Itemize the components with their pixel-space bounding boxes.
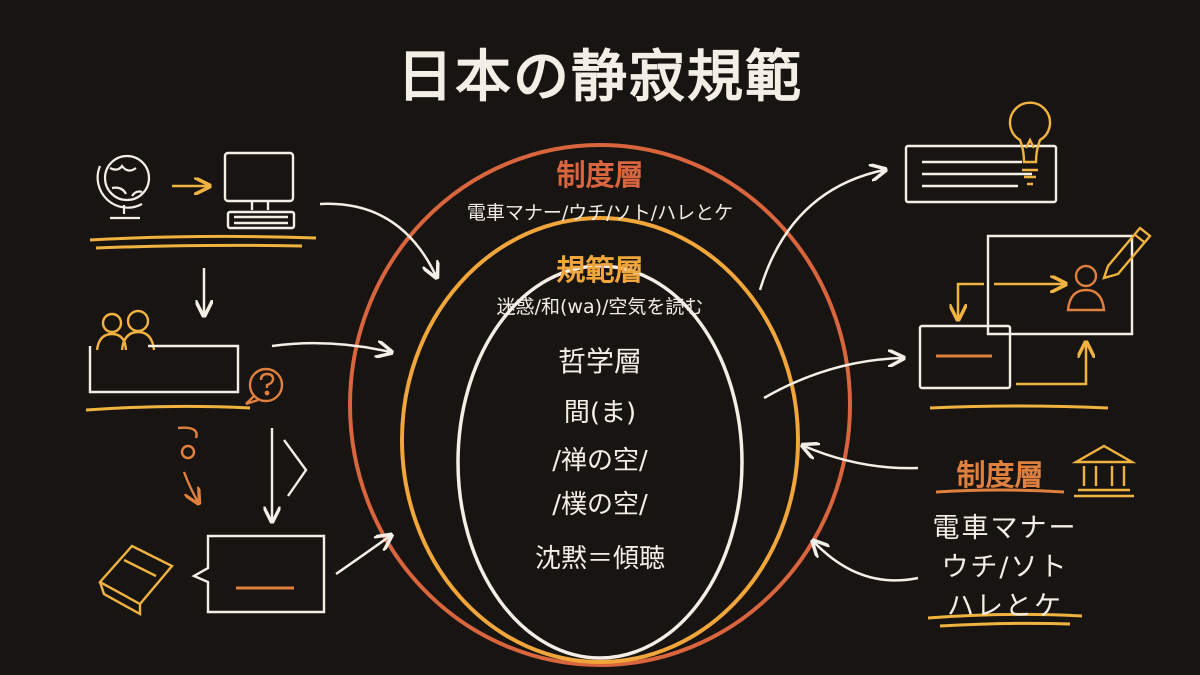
pencil-icon	[1102, 226, 1152, 280]
inner-ring-philosophical	[456, 264, 744, 660]
institutional-layer-subtitle: 電車マナー/ウチ/ソト/ハレとケ	[466, 202, 734, 224]
text-card-top-right	[904, 144, 1058, 204]
institution-icon	[1071, 444, 1137, 498]
middle-ring-normative	[400, 216, 800, 664]
arrow-ring-to-right-middle	[763, 358, 902, 400]
underline-right-middle	[929, 404, 1109, 410]
outer-ring-institutional	[348, 143, 852, 667]
right-panel-line-uchi-soto: ウチ/ソト	[941, 552, 1069, 583]
philosophy-line-pu-void: /樸の空/	[552, 490, 648, 520]
philosophy-line-silence-listening: 沈黙＝傾聴	[534, 544, 665, 574]
book-icon	[98, 544, 174, 617]
page-title: 日本の静寂規範	[397, 45, 803, 110]
right-panel-line-hare-ke: ハレとケ	[947, 591, 1063, 622]
arrow-left-middle-to-ring	[271, 343, 390, 352]
right-panel-line-train-manners: 電車マナー	[932, 513, 1078, 544]
normative-layer-subtitle: 迷惑/和(wa)/空気を読む	[496, 296, 704, 318]
underline-right-panel-bottom	[927, 612, 1083, 628]
computer-icon	[223, 151, 296, 230]
people-icon	[95, 309, 156, 351]
orange-squiggle-arrow	[177, 426, 198, 502]
arrow-ring-to-top-right	[758, 170, 884, 291]
right-panel-title: 制度層	[956, 458, 1044, 492]
flow-arrow-gold-down	[958, 282, 984, 318]
flow-box-lower-left	[918, 324, 1012, 390]
arrow-down-left-2	[272, 428, 308, 520]
arrow-speech-to-ring	[335, 536, 390, 576]
arrow-right-panel-to-ring-2	[814, 542, 919, 582]
underline-right-panel-title	[935, 488, 1065, 494]
underline-left-middle	[85, 404, 251, 412]
philosophy-line-ma: 間(ま)	[563, 398, 637, 428]
question-bubble-icon	[245, 367, 284, 406]
institutional-layer-title: 制度層	[556, 158, 644, 192]
lightbulb-icon	[1008, 101, 1052, 186]
person-icon	[1066, 264, 1106, 312]
arrow-computer-to-ring	[319, 202, 436, 276]
arrow-right-panel-to-ring-1	[804, 446, 919, 470]
globe-icon	[96, 154, 151, 220]
flow-arrow-gold-up	[1016, 344, 1086, 386]
flow-box-upper-right	[986, 234, 1134, 336]
speech-box-left-bottom	[191, 534, 326, 614]
philosophy-line-zen-void: /禅の空/	[552, 446, 648, 476]
normative-layer-title: 規範層	[556, 253, 644, 287]
box-left-middle	[88, 344, 240, 394]
underline-top-left	[89, 234, 317, 250]
philosophical-layer-title: 哲学層	[557, 345, 642, 378]
